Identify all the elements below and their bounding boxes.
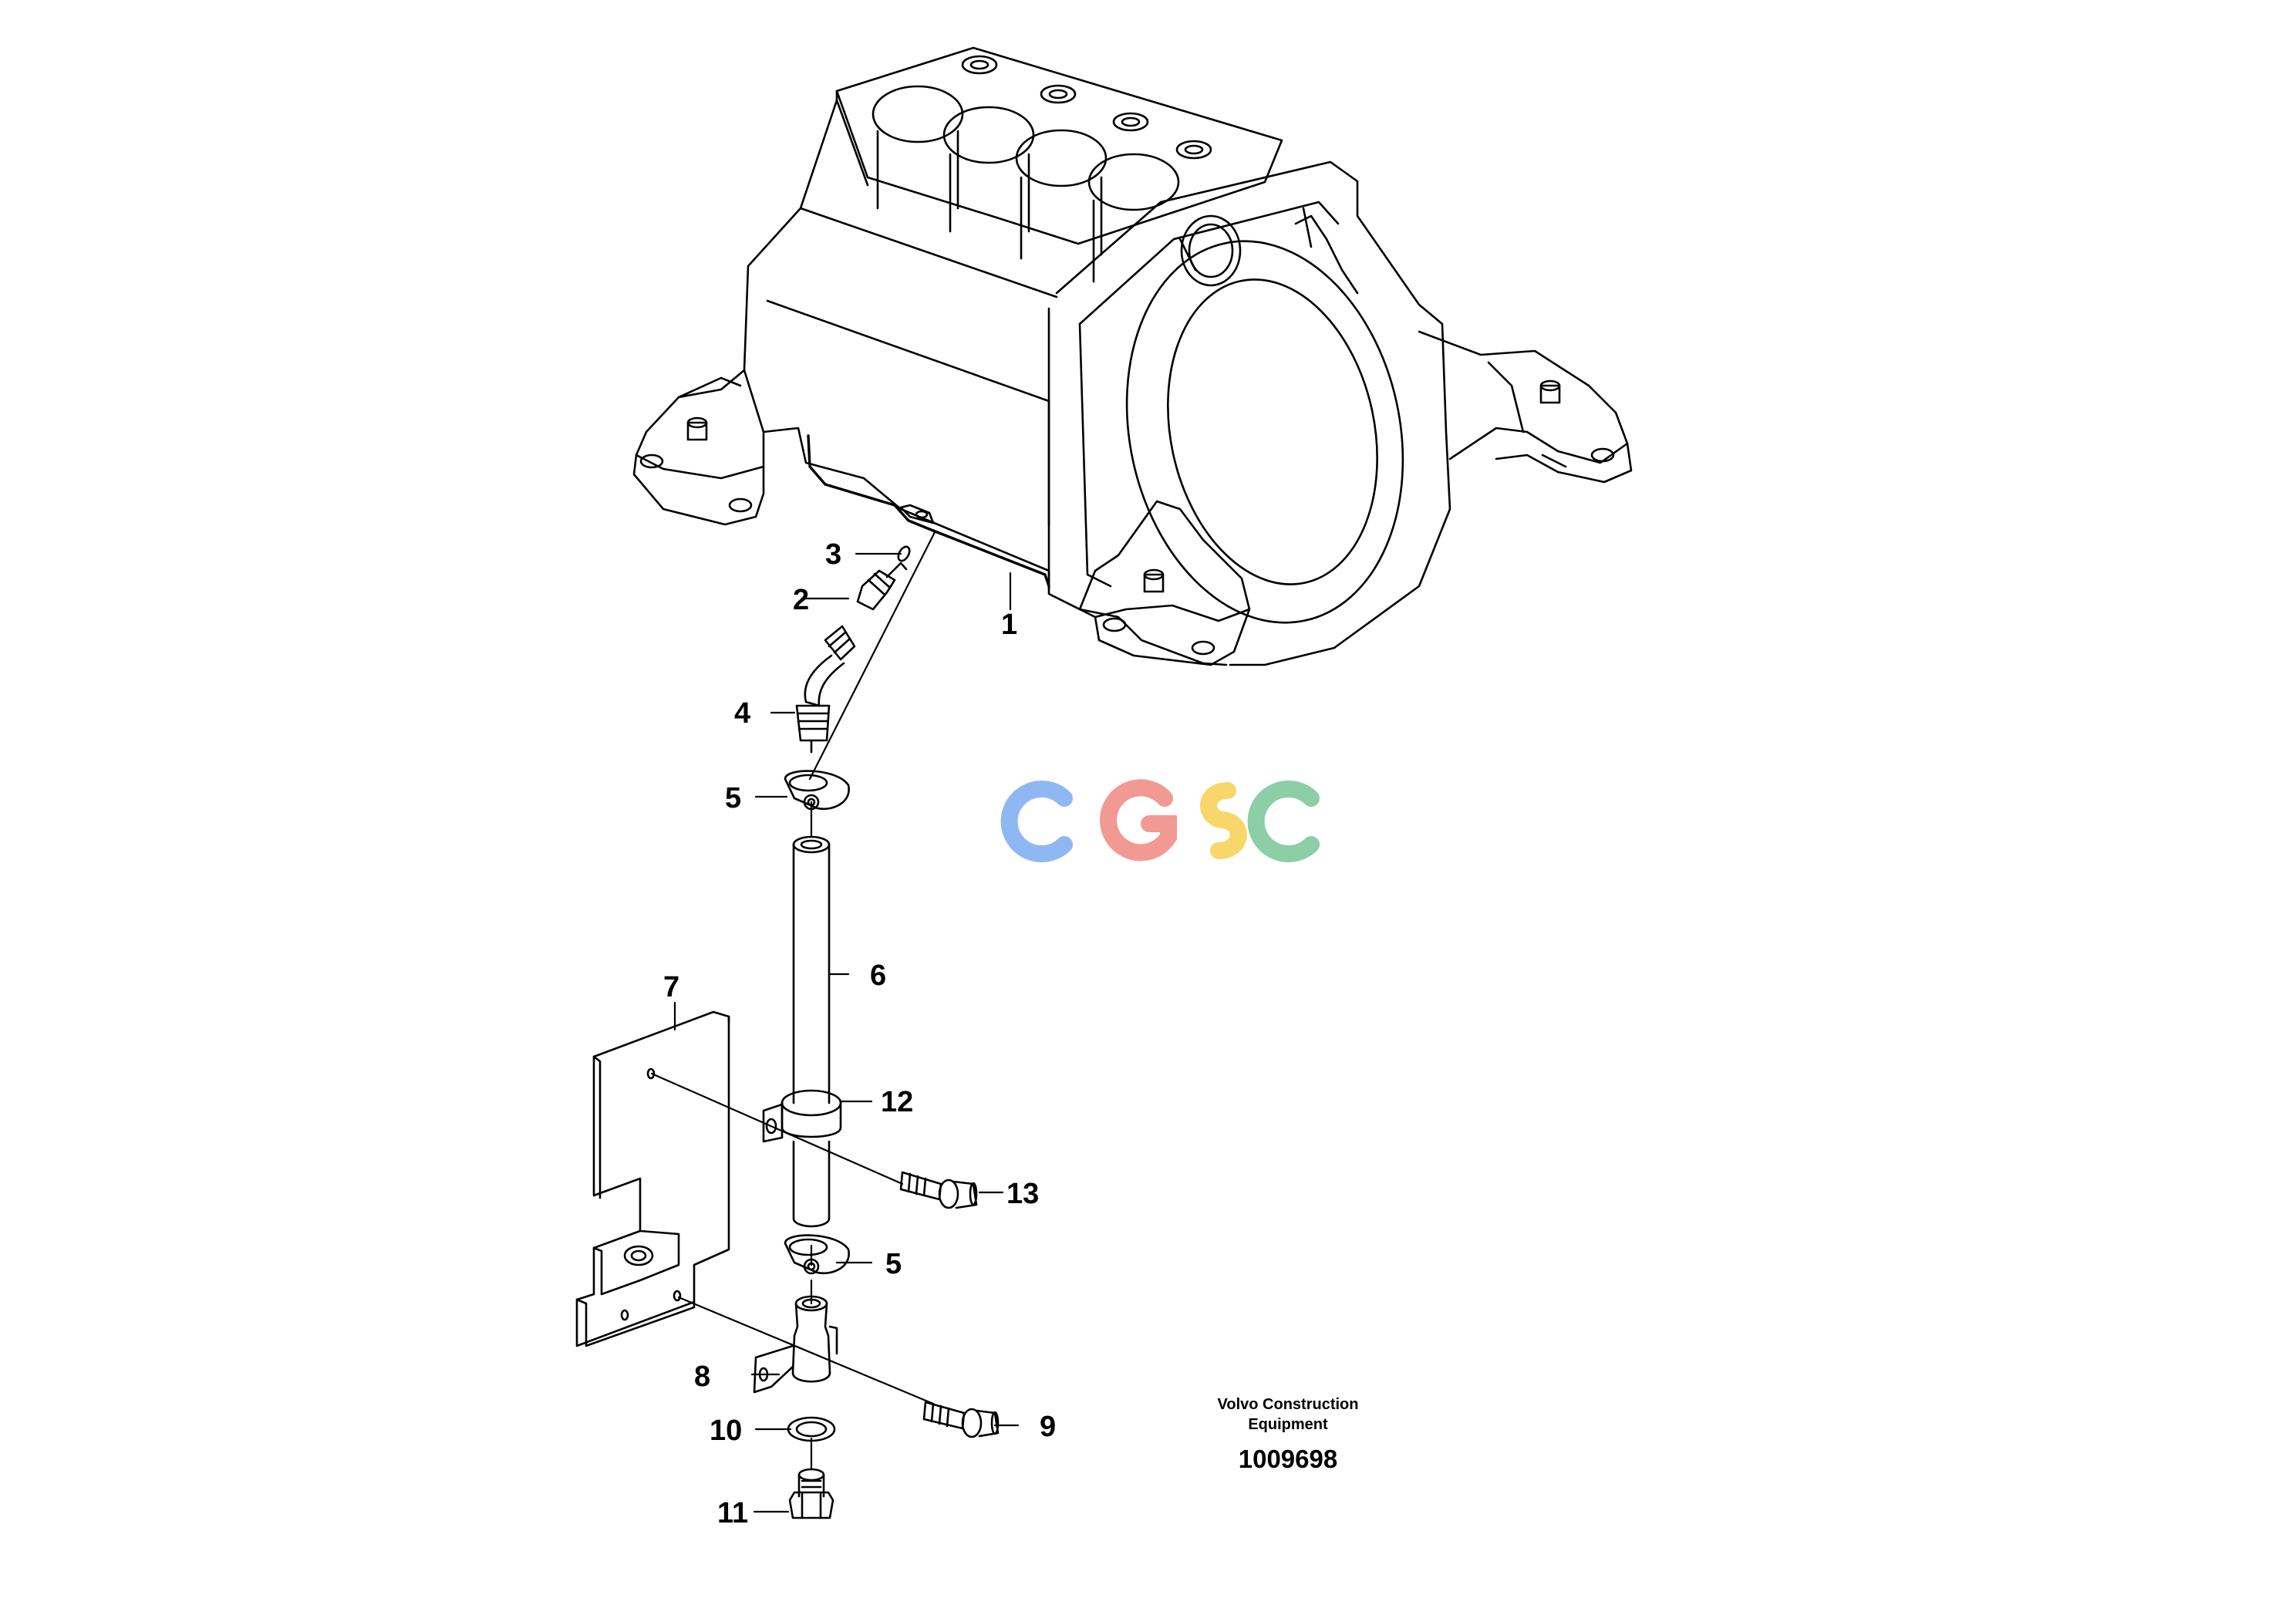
part-7-bracket — [575, 1010, 730, 1347]
publisher-line-1: Volvo Construction — [1217, 1396, 1359, 1413]
part-2-adapter — [856, 561, 908, 611]
callout-1: 1 — [1001, 609, 1017, 641]
callout-10: 10 — [710, 1415, 742, 1447]
leader-lines — [650, 531, 1020, 1513]
engine-block — [632, 46, 1633, 666]
part-4-elbow-fitting — [795, 625, 856, 754]
callout-3: 3 — [825, 538, 841, 571]
part-10-washer — [787, 1416, 836, 1442]
callout-13: 13 — [1006, 1178, 1039, 1210]
callout-11: 11 — [717, 1497, 748, 1529]
part-11-plug — [788, 1468, 834, 1519]
callout-9: 9 — [1040, 1411, 1056, 1443]
cgsc-watermark-logo — [1000, 779, 1320, 862]
callout-5-bottom: 5 — [885, 1248, 902, 1280]
callout-4: 4 — [734, 697, 750, 730]
part-3-washer — [897, 545, 911, 562]
part-5-clamp-bottom — [784, 1234, 850, 1275]
callout-8: 8 — [694, 1361, 710, 1393]
callout-numbers: 1 2 3 4 5 6 7 12 13 5 8 9 10 11 — [663, 538, 1056, 1529]
part-5-clamp-top — [784, 770, 850, 811]
part-13-bolt — [899, 1171, 978, 1209]
part-6-tube — [792, 835, 831, 1228]
callout-2: 2 — [793, 584, 809, 616]
callout-5-top: 5 — [725, 782, 741, 814]
part-8-bracket-fitting — [753, 1295, 838, 1394]
part-12-clamp — [762, 1089, 842, 1143]
drawing-number: 1009698 — [1238, 1445, 1338, 1473]
callout-6: 6 — [870, 959, 886, 992]
callout-7: 7 — [663, 971, 679, 1003]
publisher-caption: Volvo Construction Equipment — [1188, 1394, 1388, 1435]
publisher-line-2: Equipment — [1248, 1416, 1328, 1433]
callout-12: 12 — [881, 1086, 913, 1118]
part-9-bolt — [922, 1401, 1000, 1438]
